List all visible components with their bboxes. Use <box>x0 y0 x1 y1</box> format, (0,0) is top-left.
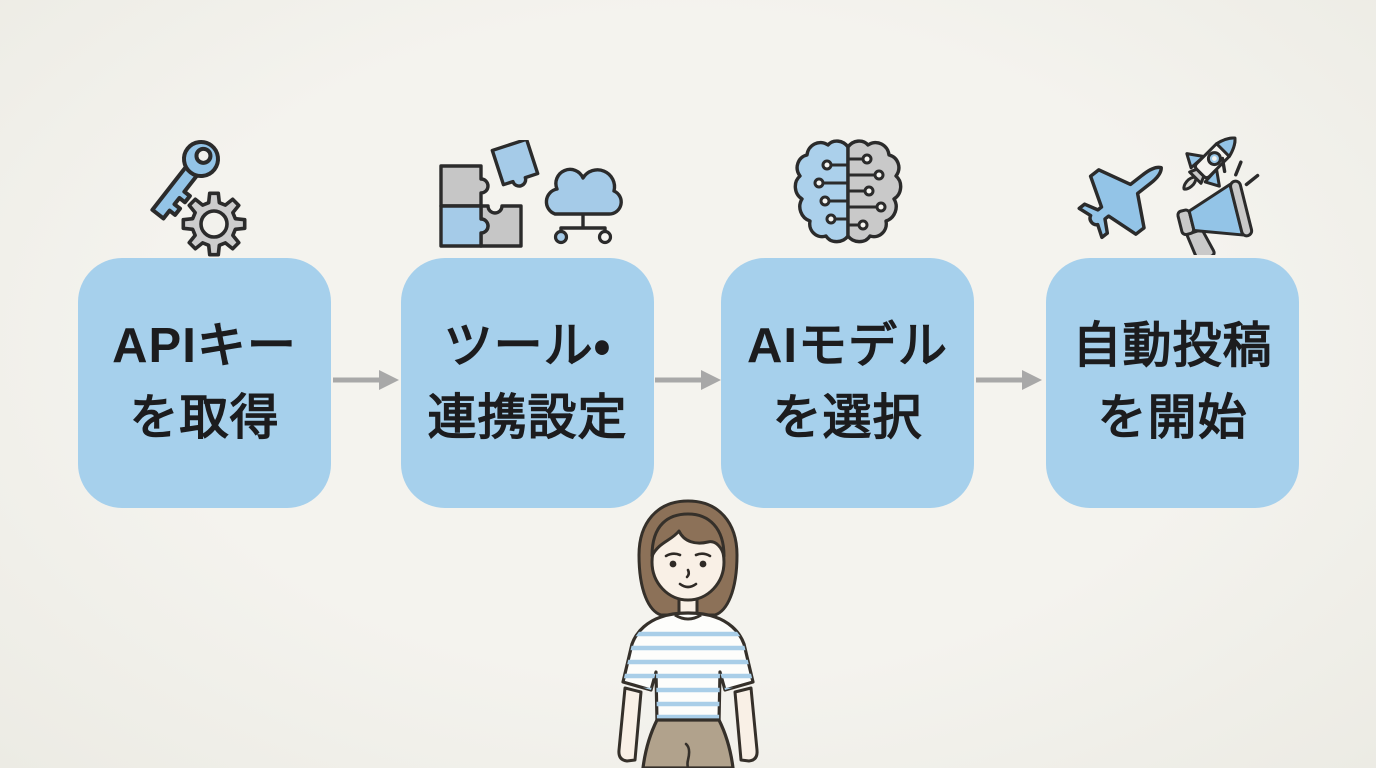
left-arm <box>617 686 643 763</box>
step3-label-line1: AIモデル <box>746 319 948 374</box>
step-card-2: ツール・ 連携設定 <box>401 258 654 508</box>
step-card-1: APIキー を取得 <box>78 258 331 508</box>
woman-illustration <box>617 499 759 768</box>
step4-label-line2: を開始 <box>1097 391 1248 445</box>
brain-circuit-icon <box>793 139 903 244</box>
flow-arrow-2 <box>655 370 721 390</box>
cloud-network-icon <box>544 167 623 245</box>
key-icon <box>150 140 220 221</box>
pants-crease <box>684 742 691 768</box>
puzzle-pieces-icon <box>439 140 540 248</box>
step3-icon-cluster <box>793 139 903 244</box>
flow-arrow-3 <box>976 370 1042 390</box>
rocket-icon <box>1182 136 1237 191</box>
step3-label-line2: を選択 <box>772 391 923 445</box>
step2-label-line2: 連携設定 <box>427 391 628 445</box>
right-arm <box>733 686 759 763</box>
step2-icon-cluster <box>439 140 623 248</box>
gear-icon <box>181 191 247 257</box>
pants <box>641 718 735 768</box>
shirt <box>621 611 755 724</box>
flow-arrow-1 <box>333 370 399 390</box>
step2-label-line1: ツール・ <box>443 319 612 374</box>
face-features <box>664 552 712 589</box>
right-eye <box>699 560 707 568</box>
left-eye <box>669 560 677 568</box>
step1-label-line2: を取得 <box>129 391 280 445</box>
step-card-3: AIモデル を選択 <box>721 258 974 508</box>
step-card-4: 自動投稿 を開始 <box>1046 258 1299 508</box>
step1-label-line1: APIキー <box>112 319 297 374</box>
hair-bangs <box>650 512 726 558</box>
megaphone-icon <box>1176 156 1260 255</box>
airplane-icon <box>1077 165 1163 240</box>
step4-label-line1: 自動投稿 <box>1072 319 1273 374</box>
step4-icon-cluster <box>1077 136 1260 255</box>
neckline <box>674 613 702 621</box>
shirt-stripes <box>623 631 753 720</box>
step1-icon-cluster <box>150 140 247 257</box>
